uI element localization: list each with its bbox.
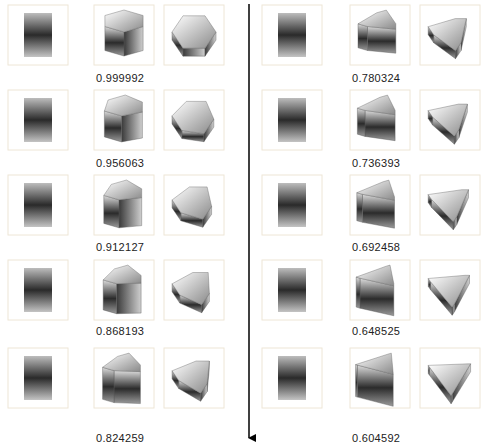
- prism-side: [356, 365, 358, 398]
- flat-view: [278, 183, 306, 227]
- prism-top: [172, 361, 209, 393]
- similarity-value: 0.736393: [352, 157, 400, 169]
- prism-top: [428, 275, 469, 307]
- prism-side: [119, 198, 142, 228]
- image-frame: [350, 90, 410, 150]
- image-frame: [164, 90, 224, 150]
- prism-side: [358, 24, 368, 51]
- image-frame: [420, 175, 480, 235]
- flat-view: [278, 13, 306, 57]
- similarity-value: 0.999992: [96, 72, 144, 84]
- flat-view: [278, 98, 306, 142]
- image-frame: [94, 260, 154, 320]
- image-frame: [164, 260, 224, 320]
- prism-side: [357, 193, 363, 223]
- prism-top: [428, 364, 470, 396]
- prism-top: [357, 95, 395, 115]
- similarity-value: 0.780324: [352, 72, 400, 84]
- prism-side: [103, 367, 114, 402]
- flat-view: [24, 356, 52, 400]
- prism-top: [428, 104, 467, 136]
- prism-top: [172, 187, 212, 219]
- prism-side: [368, 27, 396, 54]
- similarity-value: 0.604592: [352, 432, 400, 444]
- image-frame: [94, 5, 154, 65]
- prism-top: [103, 353, 141, 372]
- flat-view: [278, 356, 306, 400]
- similarity-value: 0.868193: [96, 325, 144, 337]
- prism-side: [104, 111, 121, 142]
- prism-side: [114, 371, 140, 404]
- flat-view: [24, 183, 52, 227]
- prism-top: [428, 19, 466, 51]
- image-frame: [94, 348, 154, 408]
- image-frame: [94, 90, 154, 150]
- image-frame: [350, 5, 410, 65]
- flat-view: [24, 98, 52, 142]
- prism-top: [358, 10, 396, 29]
- image-frame: [420, 348, 480, 408]
- similarity-value: 0.692458: [352, 241, 400, 253]
- image-frame: [350, 348, 410, 408]
- prism-top: [104, 180, 142, 200]
- image-frame: [8, 260, 68, 320]
- image-frame: [8, 5, 68, 65]
- image-frame: [262, 5, 322, 65]
- prism-side: [356, 277, 360, 308]
- image-frame: [164, 348, 224, 408]
- similarity-value: 0.648525: [352, 325, 400, 337]
- image-frame: [262, 260, 322, 320]
- prism-top: [105, 10, 143, 32]
- flat-view: [278, 268, 306, 312]
- image-frame: [164, 175, 224, 235]
- image-frame: [262, 175, 322, 235]
- similarity-value: 0.824259: [96, 432, 144, 444]
- image-frame: [8, 175, 68, 235]
- prism-top: [104, 95, 142, 116]
- image-frame: [420, 90, 480, 150]
- prism-side: [117, 283, 142, 314]
- prism-side: [122, 112, 143, 142]
- prism-top: [172, 101, 214, 133]
- flat-view: [24, 13, 52, 57]
- similarity-value: 0.956063: [96, 157, 144, 169]
- image-frame: [94, 175, 154, 235]
- flat-view: [24, 268, 52, 312]
- image-frame: [350, 260, 410, 320]
- prism-top: [356, 265, 394, 286]
- image-frame: [262, 348, 322, 408]
- prism-side: [365, 110, 395, 140]
- prism-side: [183, 48, 205, 56]
- prism-top: [172, 273, 209, 305]
- prism-top: [356, 353, 394, 374]
- prism-top: [172, 16, 216, 48]
- prism-side: [104, 195, 119, 227]
- image-frame: [164, 5, 224, 65]
- prism-side: [103, 280, 116, 314]
- image-frame: [262, 90, 322, 150]
- prism-top: [428, 190, 468, 222]
- image-frame: [420, 5, 480, 65]
- image-frame: [8, 90, 68, 150]
- prism-top: [357, 180, 395, 200]
- similarity-value: 0.912127: [96, 241, 144, 253]
- prism-side: [357, 108, 365, 136]
- image-frame: [420, 260, 480, 320]
- prism-top: [103, 265, 141, 284]
- image-frame: [8, 348, 68, 408]
- image-frame: [350, 175, 410, 235]
